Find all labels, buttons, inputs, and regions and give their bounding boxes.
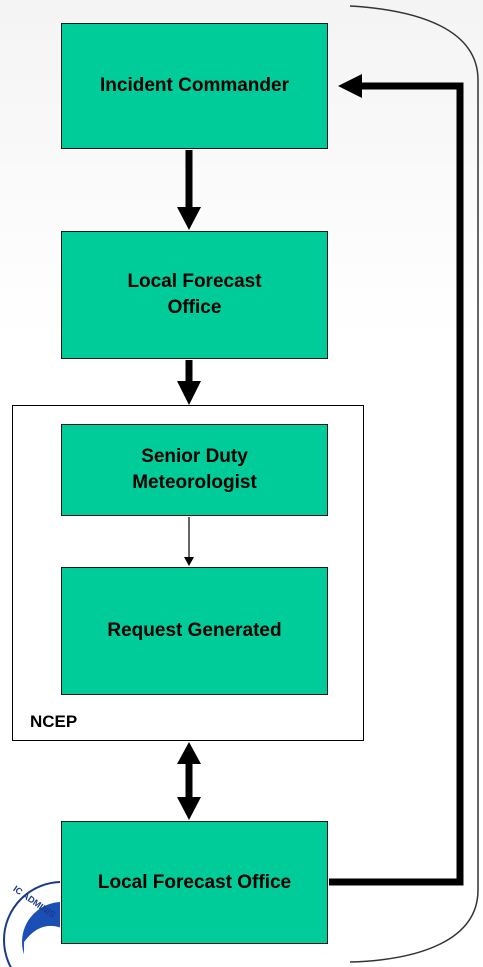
local-forecast-office-top-box: Local Forecast Office xyxy=(61,231,328,359)
incident-commander-box: Incident Commander xyxy=(61,23,328,149)
arrow-sdm-to-request xyxy=(184,517,194,566)
agency-logo: IC ADMINIS xyxy=(3,881,60,967)
request-generated-box: Request Generated xyxy=(61,567,328,695)
ncep-group-label: NCEP xyxy=(30,712,78,731)
arrow-ncep-to-lfo-bottom xyxy=(177,742,201,820)
local-forecast-office-bottom-box: Local Forecast Office xyxy=(61,821,328,944)
arrow-feedback-loop xyxy=(329,74,464,886)
arrow-lfo-to-sdm xyxy=(177,360,201,405)
senior-duty-meteorologist-box: Senior Duty Meteorologist xyxy=(61,424,328,516)
arrow-ic-to-lfo xyxy=(177,150,201,230)
